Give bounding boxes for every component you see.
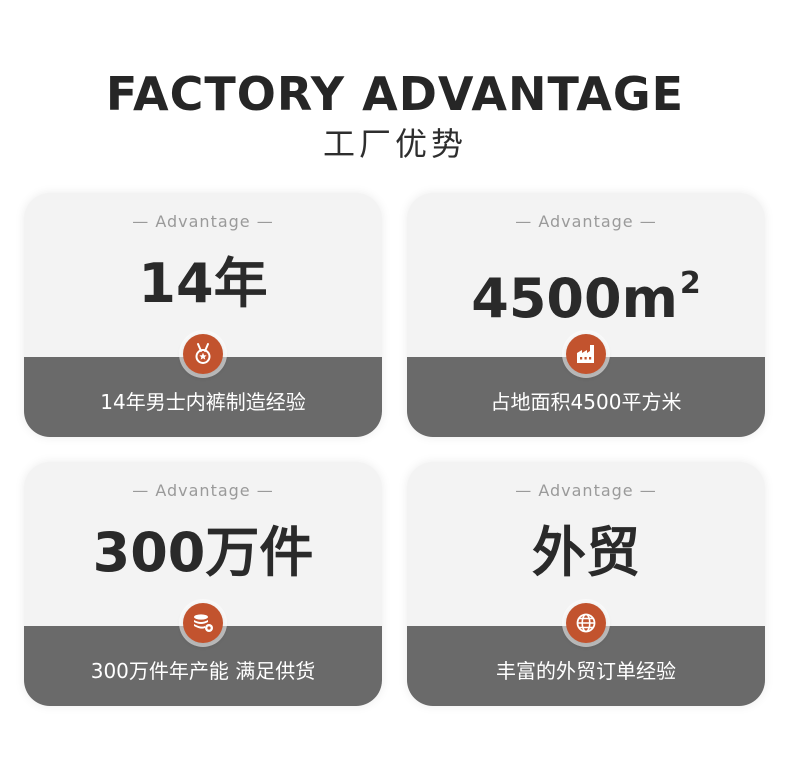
card-value: 4500m2: [407, 249, 765, 334]
database-gear-icon: [183, 603, 223, 643]
card-description: 占地面积4500平方米: [490, 390, 682, 414]
card-tag: — Advantage —: [515, 481, 657, 500]
card-description: 丰富的外贸订单经验: [496, 659, 676, 683]
advantage-card-experience: — Advantage — 14年 14年男士内裤制造经验: [24, 193, 382, 437]
factory-icon: [566, 334, 606, 374]
card-value: 14年: [138, 252, 268, 315]
card-description: 300万件年产能 满足供货: [90, 659, 316, 683]
card-tag: — Advantage —: [132, 212, 274, 231]
page-subtitle: 工厂优势: [322, 125, 467, 163]
card-tag: — Advantage —: [515, 212, 657, 231]
card-value: 300万件: [92, 521, 314, 584]
advantage-card-area: — Advantage — 4500m2 占地面积4500平方米: [407, 193, 765, 437]
page-title: FACTORY ADVANTAGE: [105, 67, 685, 121]
card-value-main: 4500m: [471, 267, 678, 330]
card-description: 14年男士内裤制造经验: [100, 390, 306, 414]
advantage-card-trade: — Advantage — 外贸 丰富的外贸订单经验: [407, 462, 765, 706]
advantage-card-capacity: — Advantage — 300万件 300万件年产能 满足供货: [24, 462, 382, 706]
medal-icon: [183, 334, 223, 374]
card-value-superscript: 2: [679, 266, 701, 301]
card-value: 外贸: [532, 521, 640, 584]
globe-icon: [566, 603, 606, 643]
card-tag: — Advantage —: [132, 481, 274, 500]
